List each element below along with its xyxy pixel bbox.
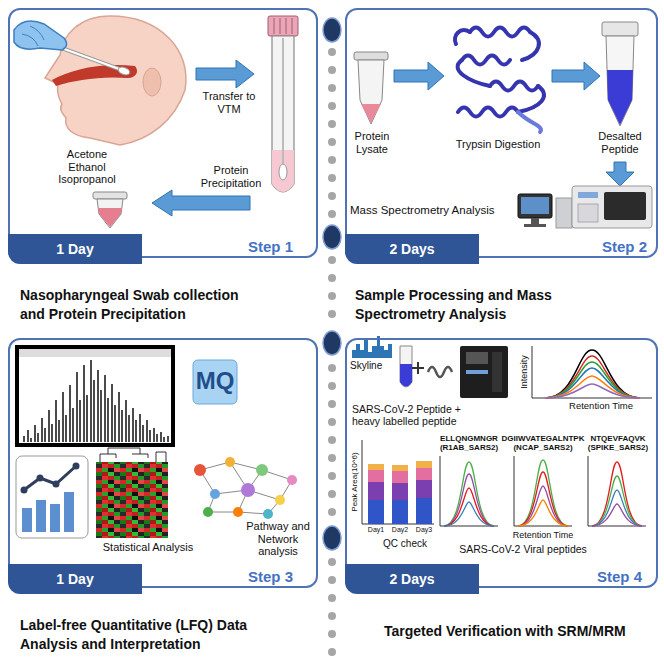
tick-label: Day3 <box>413 526 435 534</box>
software-logo: MQ <box>193 367 237 395</box>
software-label: Skyline <box>350 360 400 372</box>
chart-title: SARS-CoV-2 Viral peptides <box>448 543 598 555</box>
tick-label: Day2 <box>389 526 411 534</box>
step-caption: Targeted Verification with SRM/MRM <box>384 622 654 641</box>
duration-text: 1 Day <box>8 234 142 264</box>
sample-label: Desalted Peptide <box>590 130 650 155</box>
arrow-label: Transfer to VTM <box>200 90 258 115</box>
duration-tab: 2 Days <box>345 234 479 264</box>
sample-label: SARS-CoV-2 Peptide + heavy labelled pept… <box>352 403 474 427</box>
step-caption: Sample Processing and Mass Spectrometry … <box>355 286 570 324</box>
duration-tab: 1 Day <box>8 564 142 594</box>
axis-label: Intensity <box>519 355 529 389</box>
analysis-label: Pathway and Network analysis <box>238 520 318 558</box>
step-number: Step 3 <box>248 568 293 585</box>
axis-label: Peak Area(10^6) <box>350 452 359 511</box>
chart-title: QC check <box>370 538 440 550</box>
axis-label: Retention Time <box>556 401 646 412</box>
step-caption: Nasopharyngeal Swab collection and Prote… <box>20 286 260 324</box>
step-number: Step 4 <box>597 568 642 585</box>
tick-label: Day1 <box>365 526 387 534</box>
analysis-label: Statistical Analysis <box>96 541 200 554</box>
duration-tab: 1 Day <box>8 234 142 264</box>
peptide-title: ELLQNGMNGR (R1AB_SARS2) <box>435 434 503 452</box>
sample-label: Protein Lysate <box>348 130 396 155</box>
peptide-title: NTQEVFAQVK (SPIKE_SARS2) <box>584 434 652 452</box>
peptide-title: DGIIWVATEGALNTPK (NCAP_SARS2) <box>497 434 589 452</box>
instrument-label: Mass Spectrometry Analysis <box>350 204 516 217</box>
duration-text: 2 Days <box>345 234 479 264</box>
axis-label: Retention Time <box>498 530 588 540</box>
step-label: Trypsin Digestion <box>446 138 550 151</box>
step-number: Step 1 <box>248 238 293 255</box>
duration-text: 2 Days <box>345 564 479 594</box>
step-number: Step 2 <box>602 238 647 255</box>
arrow-label: Protein Precipitation <box>192 164 270 189</box>
step-panel: Step 1Nasopharyngeal Swab collection and… <box>8 8 318 258</box>
step-caption: Label-free Quantitative (LFQ) Data Analy… <box>20 616 285 654</box>
duration-tab: 2 Days <box>345 564 479 594</box>
reagent-label: Acetone Ethanol Isopropanol <box>50 148 124 186</box>
duration-text: 1 Day <box>8 564 142 594</box>
